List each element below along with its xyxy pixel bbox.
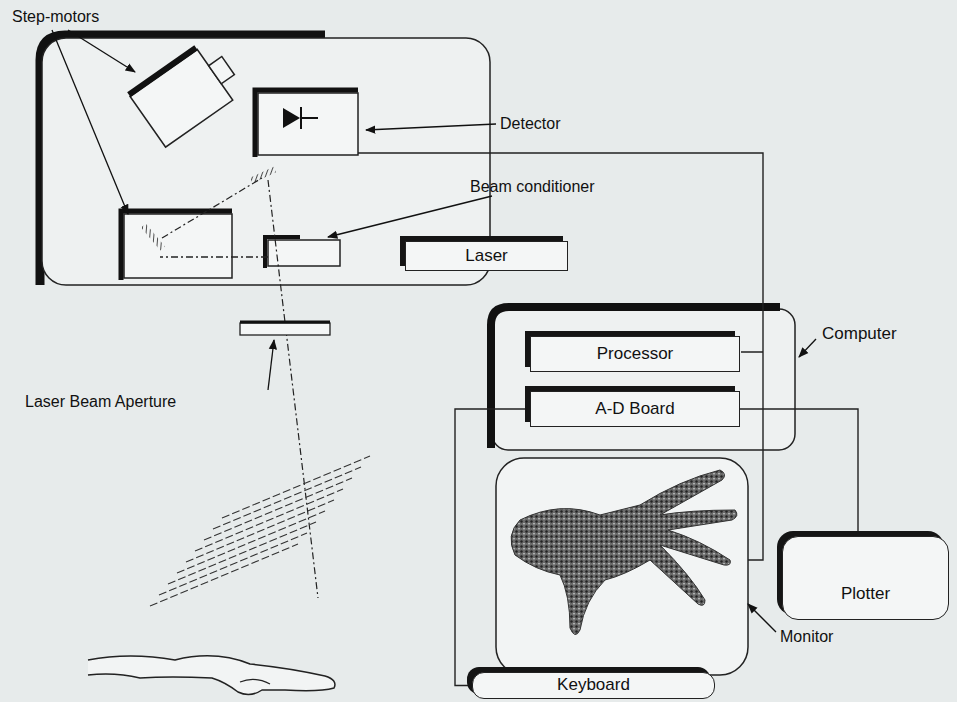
processor-box: Processor [530,336,740,372]
ad-board-box: A-D Board [530,391,740,427]
computer-box: ComputerProcessorA-D Board [492,309,795,450]
node-label: Keyboard [557,676,630,695]
diode-symbol [283,107,318,129]
callout-label: Detector [500,115,560,133]
node-label: Plotter [783,585,948,604]
laser-beam [160,178,318,598]
signal-wire [455,409,530,686]
mirror [141,224,165,251]
hand-scan-image [511,470,737,635]
laser-beam-aperture [240,323,330,335]
callout-label: Laser Beam Aperture [25,393,176,411]
scan-pattern [150,456,370,606]
plotter-box: Plotter [782,536,949,620]
step-motor [129,39,246,148]
node-label: Computer [822,325,897,344]
detector-box [258,93,358,155]
hand [88,656,335,695]
callout-label: Step-motors [12,8,99,26]
beam-conditioner-box [268,240,340,266]
laser-box: Laser [405,241,568,271]
leader-line [52,30,816,632]
keyboard-box: Keyboard [472,672,715,699]
callout-label: Monitor [780,628,833,646]
node-label: A-D Board [595,400,674,419]
step-motor [124,214,232,278]
monitor [496,458,748,675]
node-label: Laser [465,247,508,266]
signal-wire [740,409,858,536]
node-label: Processor [597,345,674,364]
computer-housing [492,309,795,450]
mirror [250,167,276,183]
callout-label: Beam conditioner [470,178,595,196]
